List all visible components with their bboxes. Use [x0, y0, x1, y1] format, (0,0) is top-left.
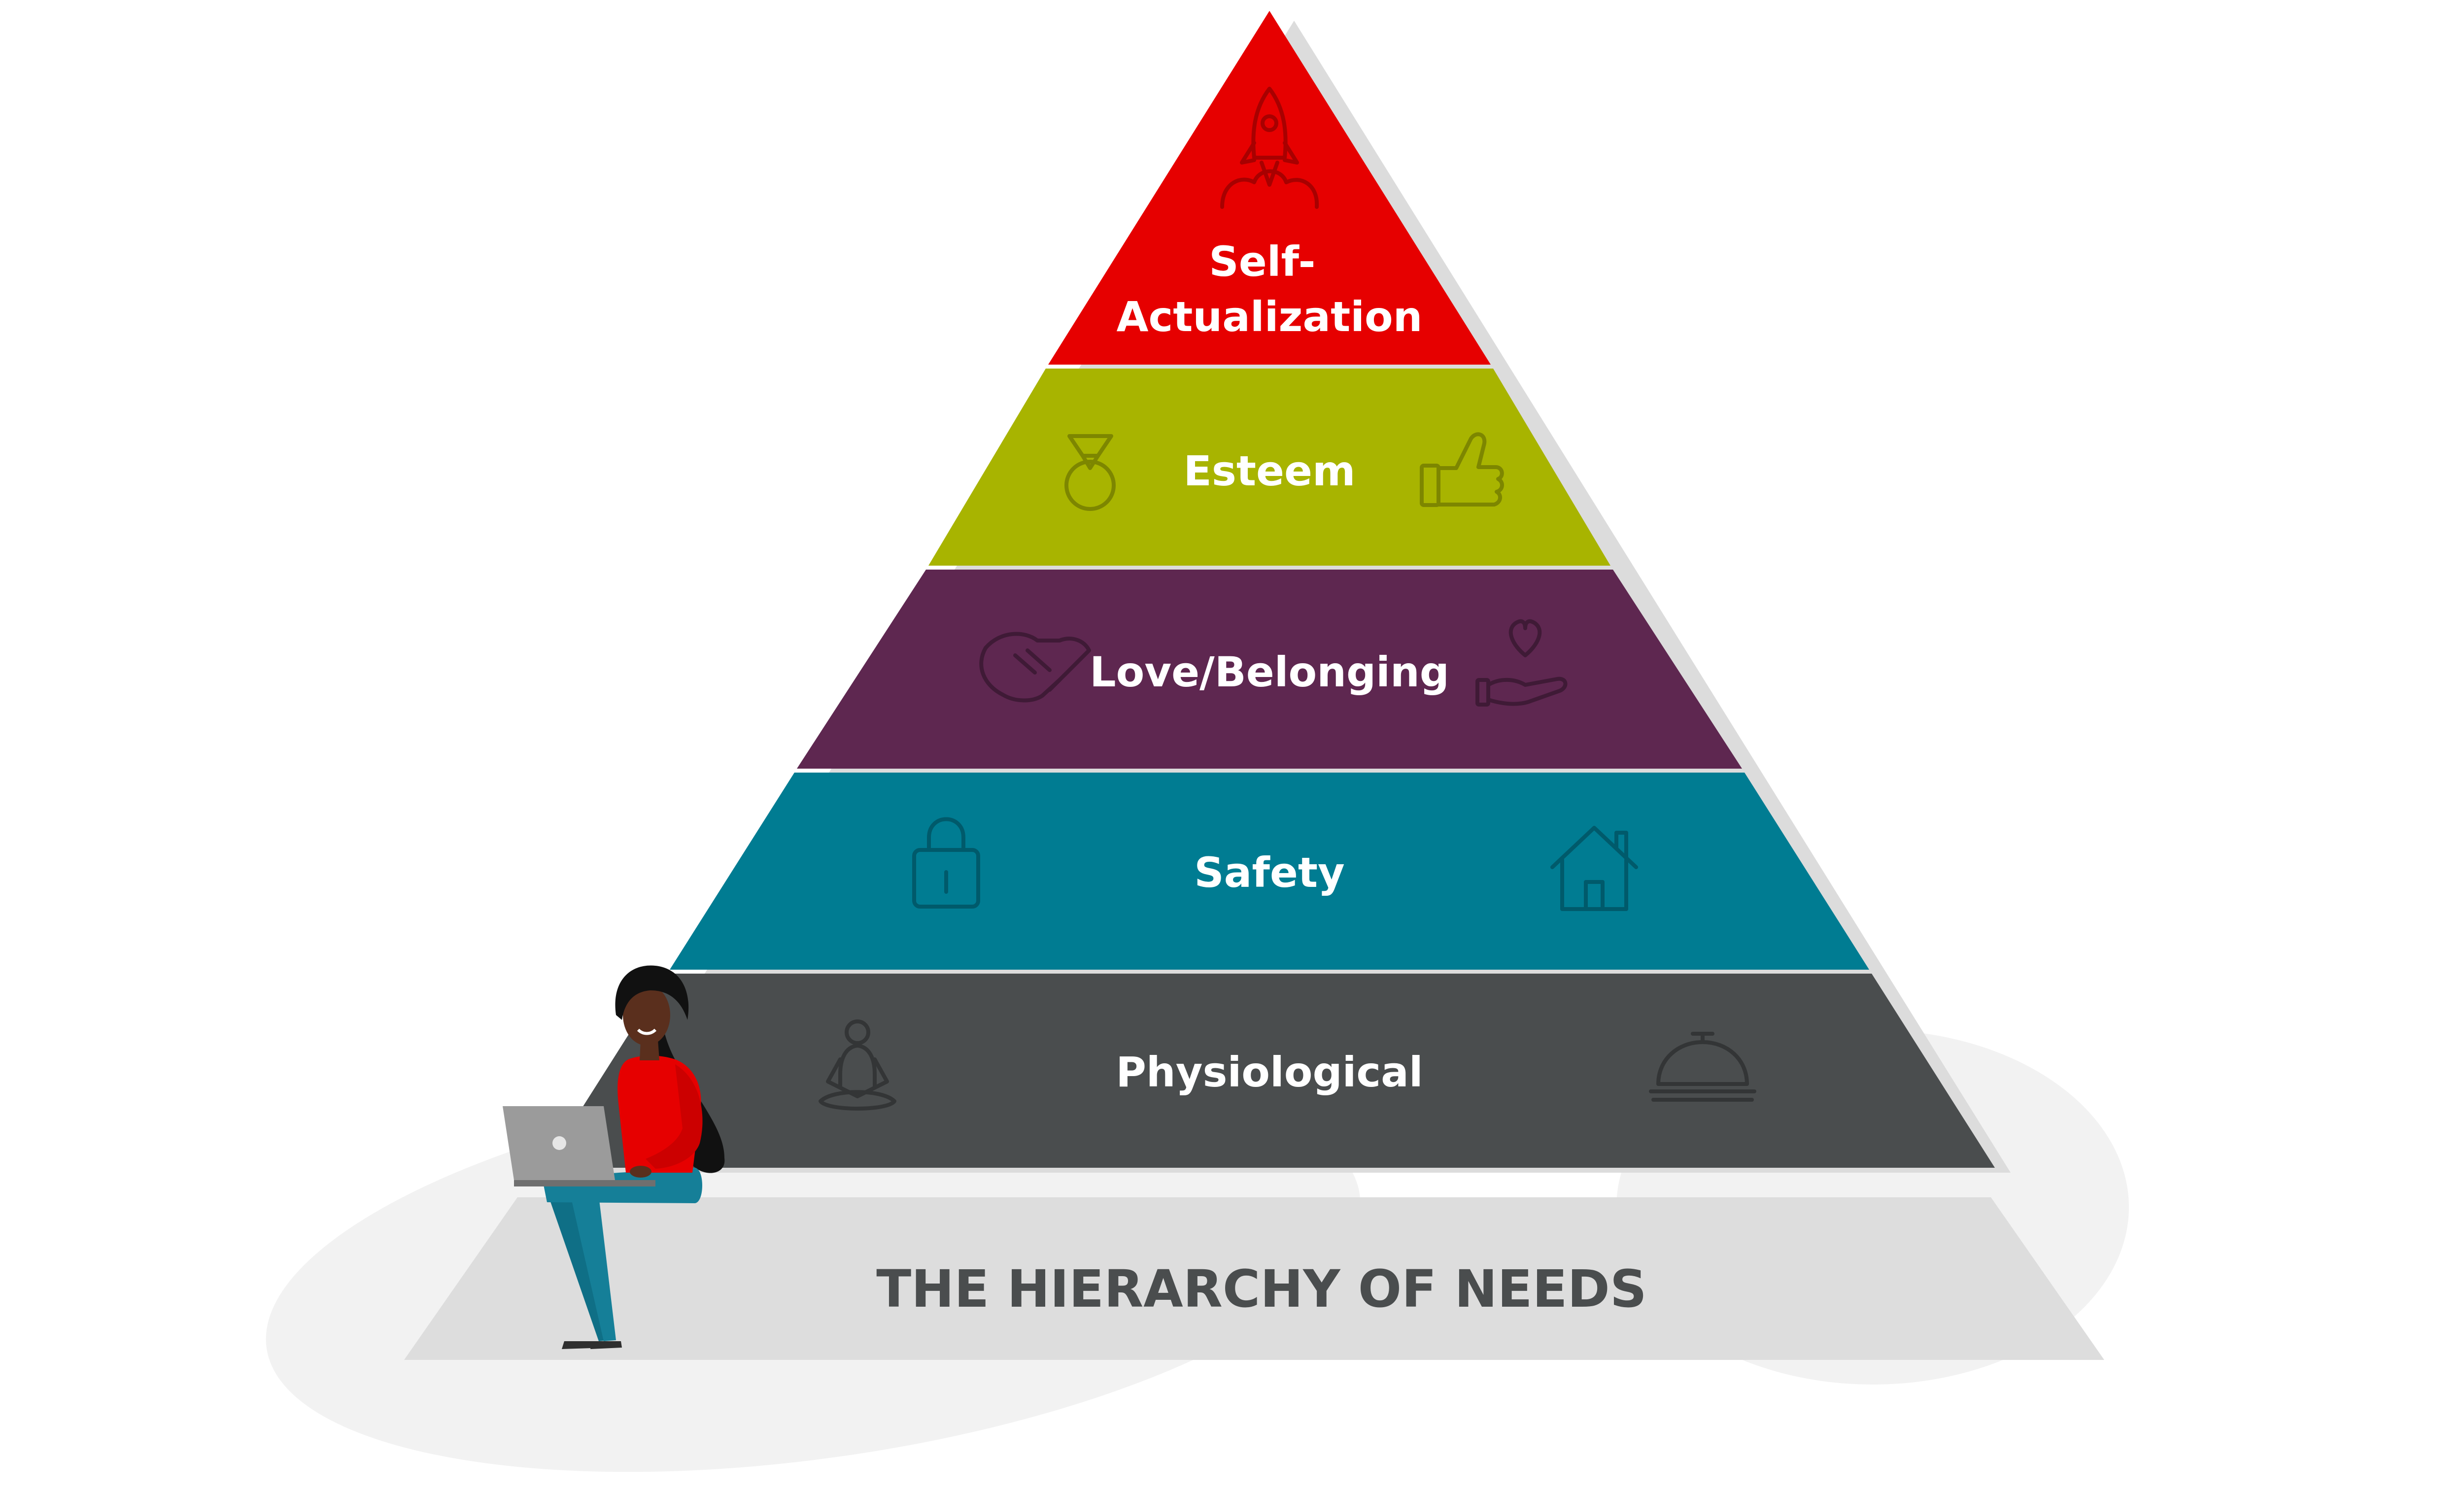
tier-love-belonging-label: Love/Belonging [1090, 648, 1449, 696]
meditation-icon [819, 1019, 896, 1111]
tier-esteem-label: Esteem [1183, 447, 1355, 495]
medal-icon [1064, 434, 1116, 511]
base-title: THE HIERARCHY OF NEEDS [876, 1259, 1647, 1319]
rocket-icon [1220, 87, 1319, 209]
tier-esteem [928, 369, 1610, 566]
tier-self-actualization [1048, 11, 1491, 365]
tier-safety [670, 773, 1869, 970]
house-icon [1550, 826, 1638, 911]
tier-love-belonging [797, 570, 1742, 769]
tier-self-actualization-label: Self- Actualization [1116, 237, 1422, 341]
base-platform [404, 1197, 2104, 1360]
handshake-icon [979, 632, 1091, 703]
woman-with-laptop-illustration [503, 965, 725, 1349]
tier-physiological-label: Physiological [1116, 1048, 1423, 1096]
thumbs-up-icon [1420, 432, 1504, 507]
service-bell-icon [1649, 1032, 1756, 1102]
tier-safety-label: Safety [1194, 848, 1345, 897]
tier-physiological [544, 974, 1995, 1168]
padlock-icon [912, 817, 980, 909]
heart-in-hand-icon [1475, 619, 1568, 707]
